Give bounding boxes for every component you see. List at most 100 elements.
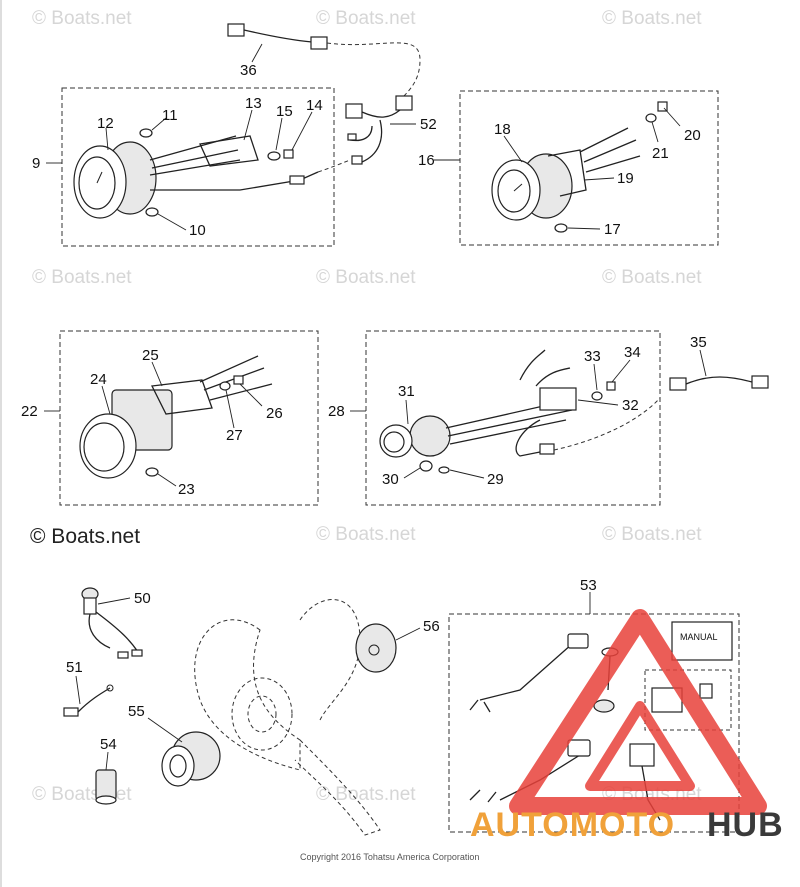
leader-51 [75,675,81,705]
brand-triangle-inner [585,701,695,791]
watermark-main: © Boats.net [30,525,140,548]
brand-logo: AUTOMOTO HUB [470,609,783,844]
bulb-11 [139,128,153,138]
watermark-3: © Boats.net [602,8,702,29]
label-10: 10 [189,222,206,239]
label-24: 24 [90,371,107,388]
part-50-body [83,597,97,615]
washer-33 [591,391,603,401]
harness-35 [669,375,769,391]
manual-box [671,621,733,661]
propeller-bore [247,695,277,733]
watermark-10: © Boats.net [316,784,416,805]
kit-53-leads-lower [469,789,497,803]
propeller-blade-bottom [294,739,381,836]
nut-20 [657,101,668,112]
label-18: 18 [494,121,511,138]
leader-13 [243,109,253,141]
label-33: 33 [584,348,601,365]
harness-35-wire [685,376,753,385]
kit-53-plug-lower [567,739,591,757]
harness-52-term-1 [347,133,357,141]
watermark-7: © Boats.net [316,524,416,545]
gauge-12-needle [96,171,103,184]
label-21: 21 [652,145,669,162]
gauge-24-dial [83,422,125,472]
leader-31 [405,399,409,425]
gauge-assembly-16 [491,101,668,233]
leader-56 [395,627,421,641]
bulb-29 [438,466,450,474]
nut-26 [233,375,244,385]
leader-15 [275,117,283,151]
bracket-25 [151,379,213,415]
leader-36 [251,43,263,63]
group-box-9 [61,87,335,247]
gauge-18-needle [513,183,523,192]
washer-15 [267,151,281,161]
part-55-bore [169,754,187,778]
bracket-kit-box [644,669,732,731]
gauge-31-leads [519,349,571,387]
harness-36-plug-right [310,36,328,50]
part-50-switch [81,587,143,659]
leader-26 [239,383,263,407]
gauge-12-wires [149,135,241,176]
gauge-31-connector [539,443,555,455]
gauge-12-harness [150,171,319,191]
propeller-blade-top [299,599,361,721]
harness-52-plug-a [345,103,363,119]
leader-18 [503,135,523,163]
label-35: 35 [690,334,707,351]
gauge-assembly-28 [379,349,661,474]
part-50-term-1 [117,651,129,659]
group-box-22 [59,330,319,506]
gauge-assembly-22 [79,355,273,479]
part-56-body [355,623,397,673]
label-34: 34 [624,344,641,361]
label-56: 56 [423,618,440,635]
leader-24 [101,385,111,415]
gauge-31-harness [515,419,541,457]
label-30: 30 [382,471,399,488]
label-29: 29 [487,471,504,488]
leader-50 [97,597,131,605]
group-box-53 [448,613,740,833]
leader-27 [225,389,235,429]
harness-35-link [553,397,661,451]
watermark-2: © Boats.net [316,8,416,29]
brand-text-auto: AUTOMOTO [470,806,675,844]
harness-36 [227,23,421,101]
part-50-wires [88,611,139,653]
label-22: 22 [21,403,38,420]
part-number-labels: 9 10 11 12 13 14 15 16 17 18 19 20 21 22… [21,62,707,753]
label-14: 14 [306,97,323,114]
label-54: 54 [100,736,117,753]
label-23: 23 [178,481,195,498]
kit-53-bolt [699,683,713,699]
part-56-center [368,644,380,656]
gauge-18-wires [579,127,641,173]
leader-23 [157,473,177,487]
kit-53-grommet [593,699,615,713]
kit-53-cord-upper [479,643,573,701]
label-27: 27 [226,427,243,444]
watermark-layer: © Boats.net © Boats.net © Boats.net © Bo… [30,8,702,805]
kit-53-key-switch [629,743,655,767]
nut-34 [606,381,616,391]
gauge-31-dial [383,431,405,453]
brand-triangle-outer [509,609,767,815]
leader-lines [44,43,707,771]
leader-11 [151,117,167,131]
bulb-17 [554,223,568,233]
watermark-6: © Boats.net [602,267,702,288]
watermark-4: © Boats.net [32,267,132,288]
washer-27 [219,381,231,391]
harness-52-plug-b [395,95,413,111]
watermark-1: © Boats.net [32,8,132,29]
label-36: 36 [240,62,257,79]
label-15: 15 [276,103,293,120]
label-12: 12 [97,115,114,132]
bulb-23 [145,467,159,477]
